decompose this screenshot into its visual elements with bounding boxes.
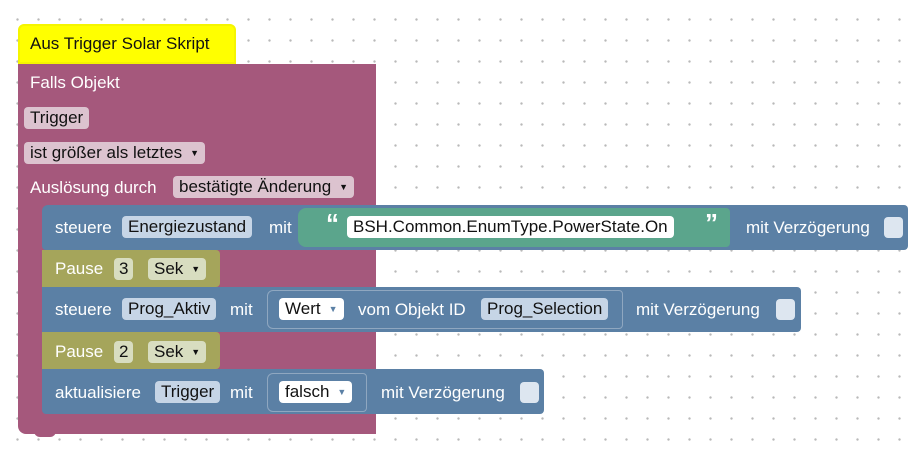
- control2-delay-label: mit Verzögerung: [636, 300, 760, 319]
- update1-object[interactable]: Trigger: [155, 381, 221, 403]
- chevron-down-icon: ▼: [328, 304, 338, 314]
- trigger-dropdown-label: bestätigte Änderung: [179, 177, 332, 196]
- comment-block[interactable]: [18, 24, 236, 64]
- control2-object[interactable]: Prog_Aktiv: [122, 298, 217, 320]
- quote-close: ”: [705, 208, 718, 238]
- chevron-down-icon: ▼: [339, 182, 349, 192]
- value-dropdown[interactable]: Wert ▼: [279, 298, 344, 320]
- pause1-label: Pause: [55, 259, 104, 278]
- object-field[interactable]: Trigger: [24, 107, 90, 129]
- pause1-unit-dropdown[interactable]: Sek ▼: [148, 258, 207, 280]
- control1-object[interactable]: Energiezustand: [122, 216, 253, 238]
- chevron-down-icon: ▼: [191, 347, 201, 357]
- control1-with: mit: [269, 218, 292, 237]
- pause2-unit: Sek: [154, 342, 184, 361]
- boolean-dropdown-label: falsch: [285, 382, 330, 401]
- control2-with: mit: [230, 300, 253, 319]
- trigger-dropdown[interactable]: bestätigte Änderung ▼: [173, 176, 355, 198]
- quote-open: “: [326, 208, 339, 238]
- trigger-label: Auslösung durch: [30, 178, 157, 197]
- pause2-unit-dropdown[interactable]: Sek ▼: [148, 341, 207, 363]
- chevron-down-icon: ▼: [191, 264, 201, 274]
- pause1-value[interactable]: 3: [114, 258, 134, 280]
- comment-text: Aus Trigger Solar Skript: [30, 34, 210, 53]
- chevron-down-icon: ▼: [190, 148, 200, 158]
- update1-delay-label: mit Verzögerung: [381, 383, 505, 402]
- control2-label: steuere: [55, 300, 112, 319]
- pause1-unit: Sek: [154, 259, 184, 278]
- boolean-block[interactable]: [267, 373, 367, 412]
- value-dropdown-label: Wert: [285, 299, 321, 318]
- event-title: Falls Objekt: [30, 73, 120, 92]
- update1-label: aktualisiere: [55, 383, 141, 402]
- chevron-down-icon: ▼: [337, 387, 347, 397]
- control1-delay-checkbox[interactable]: [884, 217, 903, 238]
- update1-delay-checkbox[interactable]: [520, 382, 539, 403]
- control1-label: steuere: [55, 218, 112, 237]
- get-value-block[interactable]: [267, 290, 623, 329]
- event-block-bottom-tab: [34, 430, 56, 437]
- condition-dropdown[interactable]: ist größer als letztes ▼: [24, 142, 206, 164]
- control1-delay-label: mit Verzögerung: [746, 218, 870, 237]
- control2-delay-checkbox[interactable]: [776, 299, 795, 320]
- from-object-label: vom Objekt ID: [358, 300, 466, 319]
- literal-value[interactable]: BSH.Common.EnumType.PowerState.On: [347, 216, 674, 238]
- update1-with: mit: [230, 383, 253, 402]
- condition-dropdown-label: ist größer als letztes: [30, 143, 183, 162]
- pause2-value[interactable]: 2: [114, 341, 134, 363]
- boolean-dropdown[interactable]: falsch ▼: [279, 381, 353, 403]
- pause2-label: Pause: [55, 342, 104, 361]
- source-object[interactable]: Prog_Selection: [481, 298, 609, 320]
